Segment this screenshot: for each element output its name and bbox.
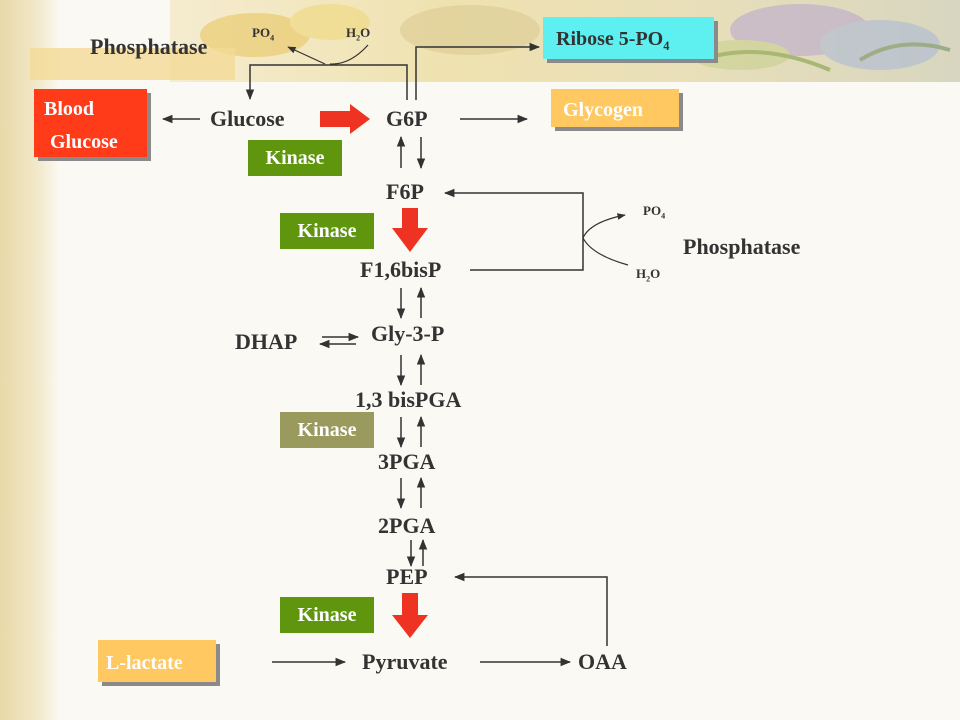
blood-glucose-box: Blood Glucose: [34, 89, 147, 157]
ribose-label: Ribose 5-PO4: [556, 28, 670, 53]
f6p-label: F6P: [386, 179, 424, 204]
pga3-label: 3PGA: [378, 449, 436, 474]
kinase-box-pyruvate-kinase: Kinase: [280, 597, 374, 633]
arrow-g6p-to-ribose: [415, 42, 541, 100]
top-accent-bar: [30, 48, 235, 80]
po4-top-label: PO4: [252, 25, 275, 43]
gly3p-label: Gly-3-P: [371, 321, 445, 346]
lactate-label: L-lactate: [106, 652, 183, 674]
kinase-box-hexokinase: Kinase: [248, 140, 342, 176]
lactate-box: L-lactate: [98, 640, 216, 682]
blood-glucose-line1: Blood: [44, 98, 95, 120]
oaa-label: OAA: [578, 649, 627, 674]
curve-h2o-uptake-right: [582, 237, 629, 266]
glucose-label: Glucose: [210, 106, 285, 131]
curve-h2o-uptake-top: [329, 44, 369, 65]
h2o-top-label: H2O: [346, 25, 371, 43]
po4-right-label: PO4: [643, 203, 666, 221]
h2o-right-label: H2O: [636, 266, 661, 284]
arrow-phosphatase-f16bisp-to-f6p: [443, 188, 584, 271]
g6p-label: G6P: [386, 106, 428, 131]
red-arrow-pep-pyruvate: [392, 593, 428, 638]
arrow-oaa-to-pep: [453, 572, 608, 646]
ribose-box: Ribose 5-PO4: [543, 17, 714, 59]
kinase-box-pgk: Kinase: [280, 412, 374, 448]
arrow-phosphatase-g6p-to-glucose: [245, 64, 408, 101]
kinase-box-pfk: Kinase: [280, 213, 374, 249]
top-floral-decor: [200, 4, 951, 72]
bpga-label: 1,3 bisPGA: [355, 387, 462, 412]
pyruvate-label: Pyruvate: [362, 649, 448, 674]
red-arrow-f6p-f16bisp: [392, 208, 428, 252]
pga2-label: 2PGA: [378, 513, 436, 538]
blood-glucose-line2: Glucose: [50, 131, 118, 153]
pep-label: PEP: [386, 564, 428, 589]
curve-po4-release-top: [287, 46, 326, 65]
glycogen-label: Glycogen: [563, 99, 643, 121]
red-arrow-glucose-g6p: [320, 104, 370, 134]
phosphatase-right-label: Phosphatase: [683, 234, 801, 259]
f16bisp-label: F1,6bisP: [360, 257, 442, 282]
curve-po4-release-right: [582, 213, 626, 239]
phosphatase-top-label: Phosphatase: [90, 34, 208, 59]
dhap-label: DHAP: [235, 329, 298, 354]
glycogen-box: Glycogen: [551, 89, 679, 127]
